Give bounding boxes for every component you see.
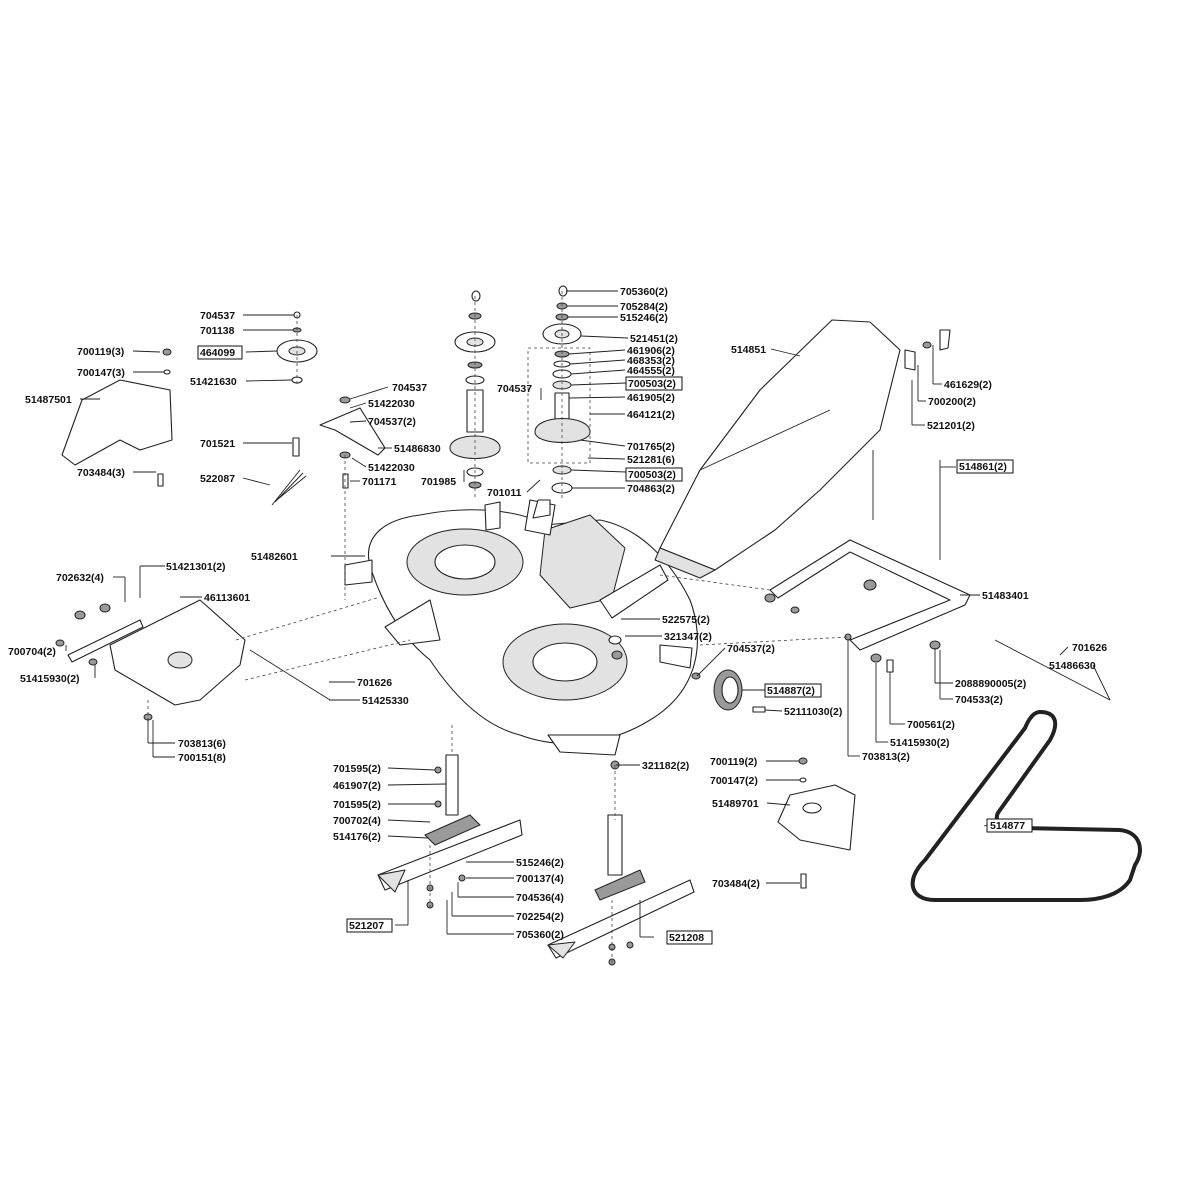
label-703484-3: 703484(3) <box>77 467 125 479</box>
label-704537-2-a: 704537(2) <box>368 416 416 428</box>
label-704536-4: 704536(4) <box>516 892 564 904</box>
label-521451-2: 521451(2) <box>630 333 678 345</box>
label-515246-2-bottom: 515246(2) <box>516 857 564 869</box>
label-700702-4: 700702(4) <box>333 815 381 827</box>
label-461907-2: 461907(2) <box>333 780 381 792</box>
label-701765-2: 701765(2) <box>627 441 675 453</box>
label-701521: 701521 <box>200 438 235 450</box>
right-side-hardware <box>844 633 1111 701</box>
label-522575-2: 522575(2) <box>662 614 710 626</box>
label-515246-2-top: 515246(2) <box>620 312 668 324</box>
part-number-labels: 705360(2) 705284(2) 515246(2) 521451(2) … <box>8 286 1107 944</box>
label-700151-8: 700151(8) <box>178 752 226 764</box>
label-464555-2: 464555(2) <box>627 365 675 377</box>
left-deck-bracket <box>55 599 331 721</box>
label-51422030-b: 51422030 <box>368 462 415 474</box>
label-461905-2: 461905(2) <box>627 392 675 404</box>
label-701595-2-a: 701595(2) <box>333 763 381 775</box>
label-705284-2: 705284(2) <box>620 301 668 313</box>
label-461906-2: 461906(2) <box>627 345 675 357</box>
label-521207: 521207 <box>349 920 384 932</box>
blade-assemblies <box>377 754 695 966</box>
boxed-label-frames <box>197 345 1033 945</box>
label-700119-2: 700119(2) <box>710 756 757 768</box>
label-700704-2: 700704(2) <box>8 646 56 658</box>
drive-belt <box>910 710 1142 902</box>
label-464099: 464099 <box>200 347 235 359</box>
label-464121-2: 464121(2) <box>627 409 675 421</box>
label-704537-mid: 704537 <box>497 383 532 395</box>
label-700147-3: 700147(3) <box>77 367 125 379</box>
label-51482601: 51482601 <box>251 551 298 563</box>
label-51421301-2: 51421301(2) <box>166 561 226 573</box>
label-51425330: 51425330 <box>362 695 409 707</box>
label-514851: 514851 <box>731 344 766 356</box>
label-701626-right: 701626 <box>1072 642 1107 654</box>
label-701985: 701985 <box>421 476 456 488</box>
label-700137-4: 700137(4) <box>516 873 564 885</box>
label-468353-2: 468353(2) <box>627 355 675 367</box>
label-46113601: 46113601 <box>204 592 250 604</box>
label-705360-2-bottom: 705360(2) <box>516 929 564 941</box>
label-514877: 514877 <box>990 820 1025 832</box>
discharge-chute <box>654 319 951 579</box>
label-321182-2: 321182(2) <box>642 760 689 772</box>
label-521201-2: 521201(2) <box>927 420 975 432</box>
label-514861-2: 514861(2) <box>959 461 1007 473</box>
label-51415930-2-right: 51415930(2) <box>890 737 950 749</box>
label-52111030-2: 52111030(2) <box>784 706 842 718</box>
label-702254-2: 702254(2) <box>516 911 564 923</box>
assembly-guide-lines <box>147 291 849 965</box>
label-700503-2-a: 700503(2) <box>628 378 676 390</box>
label-700503-2-b: 700503(2) <box>628 469 676 481</box>
left-belt-cover <box>61 348 173 487</box>
label-704863-2: 704863(2) <box>627 483 675 495</box>
label-703484-2: 703484(2) <box>712 878 760 890</box>
label-700561-2: 700561(2) <box>907 719 955 731</box>
right-spindle-assembly <box>527 285 591 519</box>
label-701626-left: 701626 <box>357 677 392 689</box>
rear-mounting-frame <box>764 539 971 651</box>
label-703813-2: 703813(2) <box>862 751 910 763</box>
label-51489701: 51489701 <box>712 798 759 810</box>
label-700200-2: 700200(2) <box>928 396 976 408</box>
label-704533-2: 704533(2) <box>955 694 1003 706</box>
mower-deck-housing <box>344 499 698 756</box>
label-51487501: 51487501 <box>25 394 72 406</box>
label-51421630: 51421630 <box>190 376 237 388</box>
label-521281-6: 521281(6) <box>627 454 675 466</box>
leader-lines <box>65 290 1111 938</box>
label-51415930-2-left: 51415930(2) <box>20 673 80 685</box>
label-51486830: 51486830 <box>394 443 441 455</box>
label-704537-2-b: 704537(2) <box>727 643 775 655</box>
label-514176-2: 514176(2) <box>333 831 381 843</box>
label-321347-2: 321347(2) <box>664 631 712 643</box>
label-51483401: 51483401 <box>982 590 1029 602</box>
right-belt-cover <box>777 757 856 889</box>
label-2088890005-2: 2088890005(2) <box>955 678 1026 690</box>
label-522087: 522087 <box>200 473 235 485</box>
left-spindle-assembly <box>449 290 501 489</box>
label-514887-2: 514887(2) <box>767 685 815 697</box>
label-705360-2-top: 705360(2) <box>620 286 668 298</box>
label-51486630: 51486630 <box>1049 660 1096 672</box>
label-461629-2: 461629(2) <box>944 379 992 391</box>
label-704537-tl: 704537 <box>200 310 235 322</box>
label-700147-2: 700147(2) <box>710 775 758 787</box>
label-701171: 701171 <box>362 476 397 488</box>
label-701011: 701011 <box>487 487 522 499</box>
label-704537-b: 704537 <box>392 382 427 394</box>
idler-pulley-assembly <box>271 311 386 506</box>
label-702632-4: 702632(4) <box>56 572 104 584</box>
label-703813-6: 703813(6) <box>178 738 226 750</box>
label-701138: 701138 <box>200 325 235 337</box>
label-521208: 521208 <box>669 932 704 944</box>
label-700119-3: 700119(3) <box>77 346 124 358</box>
label-51422030-a: 51422030 <box>368 398 415 410</box>
label-701595-2-b: 701595(2) <box>333 799 381 811</box>
gauge-wheel <box>608 635 766 713</box>
